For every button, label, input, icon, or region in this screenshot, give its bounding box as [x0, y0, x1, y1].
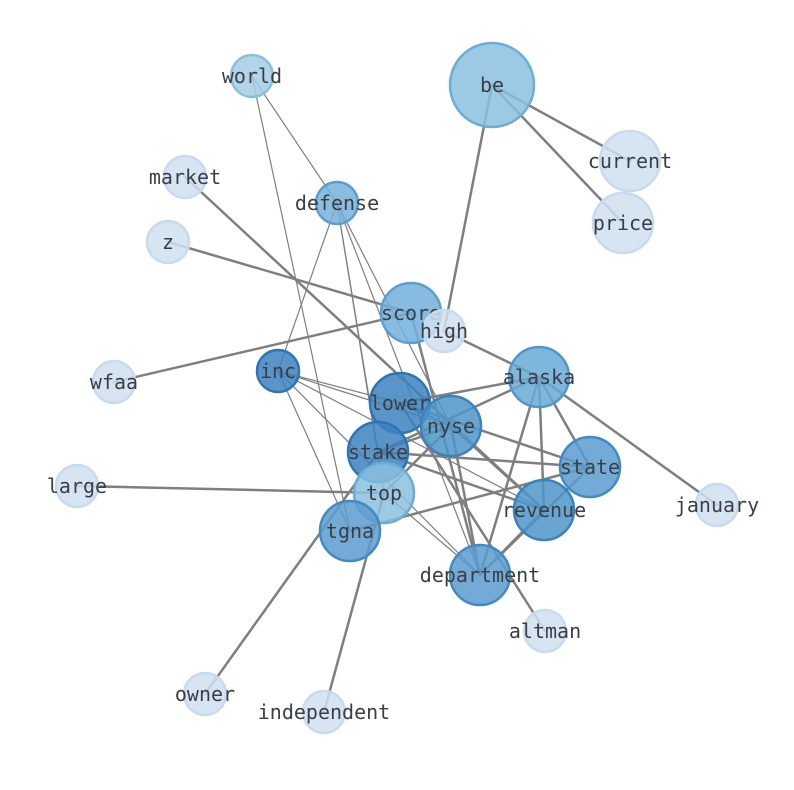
- node-january[interactable]: january: [675, 482, 759, 528]
- node-nyse[interactable]: nyse: [419, 394, 483, 458]
- edge-defense-inc: [277, 202, 338, 372]
- node-label-inc: inc: [260, 359, 296, 383]
- node-high[interactable]: high: [420, 308, 468, 354]
- node-label-independent: independent: [258, 700, 390, 724]
- node-revenue[interactable]: revenue: [502, 478, 586, 542]
- node-circle-wfaa[interactable]: [91, 359, 137, 405]
- node-circle-alaska[interactable]: [507, 345, 571, 409]
- node-state[interactable]: state: [558, 435, 622, 499]
- node-circle-owner[interactable]: [182, 671, 228, 717]
- node-circle-market[interactable]: [162, 154, 208, 200]
- node-label-wfaa: wfaa: [90, 370, 138, 394]
- node-label-world: world: [222, 64, 282, 88]
- node-department[interactable]: department: [420, 543, 540, 607]
- node-label-z: z: [162, 230, 174, 254]
- node-circle-defense[interactable]: [314, 180, 360, 226]
- node-label-stake: stake: [348, 440, 408, 464]
- node-circle-high[interactable]: [421, 308, 467, 354]
- node-circle-revenue[interactable]: [512, 478, 576, 542]
- node-label-current: current: [588, 149, 672, 173]
- node-circle-tgna[interactable]: [318, 499, 382, 563]
- node-circle-z[interactable]: [145, 219, 191, 265]
- node-tgna[interactable]: tgna: [318, 499, 382, 563]
- node-label-tgna: tgna: [326, 519, 374, 543]
- node-world[interactable]: world: [222, 53, 282, 99]
- node-lower[interactable]: lower: [368, 371, 432, 435]
- edge-large-top: [75, 484, 386, 495]
- node-altman[interactable]: altman: [509, 608, 581, 654]
- node-z[interactable]: z: [145, 219, 191, 265]
- node-circle-department[interactable]: [448, 543, 512, 607]
- edge-alaska-january: [537, 375, 719, 507]
- node-circle-independent[interactable]: [301, 689, 347, 735]
- edge-score-wfaa: [112, 311, 413, 384]
- node-wfaa[interactable]: wfaa: [90, 359, 138, 405]
- node-circle-altman[interactable]: [522, 608, 568, 654]
- node-label-alaska: alaska: [503, 365, 575, 389]
- node-label-revenue: revenue: [502, 498, 586, 522]
- node-large[interactable]: large: [47, 463, 107, 509]
- edge-world-tgna: [251, 75, 351, 532]
- edge-stake-state: [376, 450, 592, 469]
- node-label-large: large: [47, 474, 107, 498]
- node-label-price: price: [593, 211, 653, 235]
- node-current[interactable]: current: [588, 129, 672, 193]
- node-circle-world[interactable]: [229, 53, 275, 99]
- node-label-january: january: [675, 493, 759, 517]
- node-label-nyse: nyse: [427, 414, 475, 438]
- node-label-owner: owner: [175, 682, 235, 706]
- edge-z-score: [166, 240, 413, 315]
- node-circle-price[interactable]: [591, 191, 655, 255]
- node-independent[interactable]: independent: [258, 689, 390, 735]
- node-label-altman: altman: [509, 619, 581, 643]
- node-label-be: be: [480, 73, 504, 97]
- node-owner[interactable]: owner: [175, 671, 235, 717]
- node-defense[interactable]: defense: [295, 180, 379, 226]
- node-circle-inc[interactable]: [255, 348, 301, 394]
- node-label-high: high: [420, 319, 468, 343]
- node-circle-january[interactable]: [694, 482, 740, 528]
- node-be[interactable]: be: [448, 41, 536, 129]
- node-label-market: market: [149, 165, 221, 189]
- node-circle-nyse[interactable]: [419, 394, 483, 458]
- node-circle-current[interactable]: [598, 129, 662, 193]
- node-label-lower: lower: [370, 391, 430, 415]
- node-label-department: department: [420, 563, 540, 587]
- node-circle-be[interactable]: [448, 41, 536, 129]
- node-label-top: top: [366, 481, 402, 505]
- node-label-state: state: [560, 455, 620, 479]
- node-price[interactable]: price: [591, 191, 655, 255]
- edge-world-defense: [251, 75, 338, 204]
- node-market[interactable]: market: [149, 154, 221, 200]
- node-label-defense: defense: [295, 191, 379, 215]
- node-circle-large[interactable]: [54, 463, 100, 509]
- node-inc[interactable]: inc: [255, 348, 301, 394]
- node-layer: becurrentpriceworldmarketdefensezscorehi…: [47, 41, 759, 735]
- node-alaska[interactable]: alaska: [503, 345, 575, 409]
- node-circle-state[interactable]: [558, 435, 622, 499]
